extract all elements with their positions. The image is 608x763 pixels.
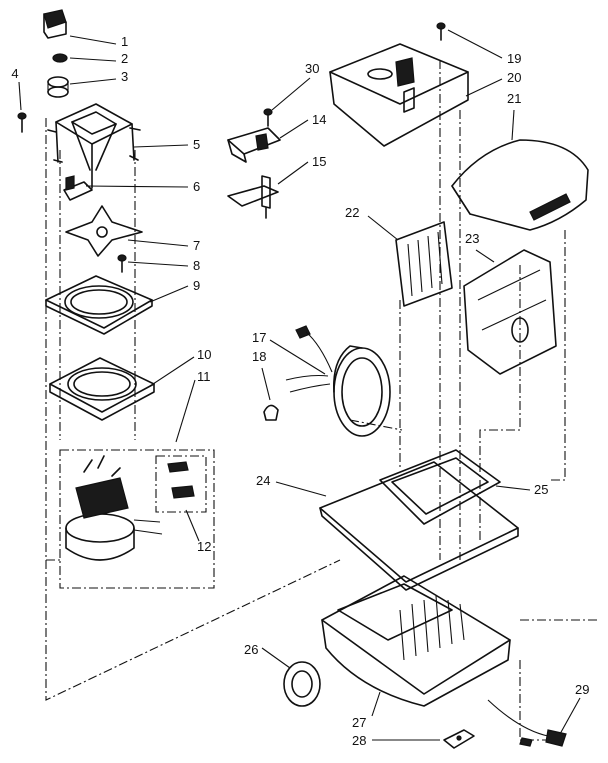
part-4-screw: [17, 112, 27, 133]
leader-line-12: [185, 509, 200, 542]
callout-number-10: 10: [197, 347, 211, 362]
callout-number-11: 11: [197, 369, 211, 384]
callout-number-20: 20: [507, 70, 521, 85]
leader-line-11: [175, 379, 196, 443]
callout-number-25: 25: [534, 482, 548, 497]
part-15-latch: [227, 175, 279, 219]
callout-number-27: 27: [352, 715, 366, 730]
leader-line-24: [275, 481, 327, 497]
part-30-screw: [263, 108, 273, 127]
callout-number-19: 19: [507, 51, 521, 66]
part-23-bag: [463, 249, 557, 375]
leader-line-22: [367, 215, 399, 241]
leader-line-20: [465, 78, 503, 97]
callout-number-18: 18: [252, 349, 266, 364]
leader-line-27: [371, 691, 381, 717]
callout-number-15: 15: [312, 154, 326, 169]
callout-number-8: 8: [193, 258, 200, 273]
callout-number-2: 2: [121, 51, 128, 66]
part-22-grille: [395, 221, 453, 307]
leader-line-3: [69, 78, 117, 85]
leader-line-7: [127, 239, 189, 247]
leader-line-19: [447, 29, 503, 59]
callout-number-17: 17: [252, 330, 266, 345]
part-24-body-gasket: [319, 461, 519, 591]
leader-line-10: [149, 356, 195, 387]
part-10-plate: [49, 357, 155, 421]
leader-line-6: [85, 185, 189, 188]
callout-number-26: 26: [244, 642, 258, 657]
part-19-screw: [436, 22, 446, 41]
leader-line-2: [69, 57, 117, 62]
part-20-top-cover: [329, 43, 469, 147]
part-2-nut: [52, 53, 68, 63]
part-1-cap: [43, 9, 67, 39]
callout-number-9: 9: [193, 278, 200, 293]
part-6-bracket: [63, 175, 93, 201]
part-21-lid: [451, 139, 589, 231]
leader-line-18: [261, 367, 271, 401]
part-7-fan: [65, 205, 143, 257]
leader-line-15: [277, 161, 309, 185]
callout-number-14: 14: [312, 112, 326, 127]
callout-number-30: 30: [305, 61, 319, 76]
callout-number-22: 22: [345, 205, 359, 220]
callout-number-21: 21: [507, 91, 521, 106]
leader-line-29: [559, 697, 581, 735]
part-8-screw: [117, 254, 127, 273]
callout-number-3: 3: [121, 69, 128, 84]
part-3-washer: [47, 76, 69, 98]
callout-number-28: 28: [352, 733, 366, 748]
part-14-latch: [227, 127, 281, 163]
callout-number-4: 4: [11, 66, 18, 81]
part-28-caster: [443, 729, 475, 749]
part-12-brushes: [155, 455, 207, 513]
leader-line-4: [18, 81, 22, 111]
callout-number-6: 6: [193, 179, 200, 194]
callout-number-23: 23: [465, 231, 479, 246]
part-18-bulb: [263, 404, 279, 421]
part-9-plate: [45, 275, 153, 335]
leader-line-5: [133, 144, 189, 148]
callout-number-24: 24: [256, 473, 270, 488]
part-17-cord-reel: [285, 325, 391, 437]
leader-line-14: [279, 119, 309, 139]
assembly-centerlines: [45, 60, 600, 741]
leader-line-25: [495, 485, 531, 491]
part-11-motor: [59, 449, 215, 589]
leader-line-1: [69, 35, 117, 45]
part-27-base: [321, 575, 511, 707]
part-25-filter-frame: [379, 449, 501, 525]
part-5-frame: [47, 103, 141, 189]
callout-labels: 1234567891011121415171819202122232425262…: [11, 29, 589, 748]
leader-line-17: [269, 339, 326, 375]
leader-line-9: [149, 285, 189, 303]
part-26-wheel: [283, 661, 321, 707]
part-29-cord: [487, 699, 567, 747]
leader-line-26: [261, 647, 291, 669]
leader-line-23: [475, 249, 495, 263]
callout-number-7: 7: [193, 238, 200, 253]
leader-line-8: [127, 261, 189, 267]
leader-line-30: [271, 77, 311, 111]
callout-number-1: 1: [121, 34, 128, 49]
leader-line-21: [511, 109, 515, 141]
callout-number-12: 12: [197, 539, 211, 554]
callout-number-29: 29: [575, 682, 589, 697]
callout-number-5: 5: [193, 137, 200, 152]
